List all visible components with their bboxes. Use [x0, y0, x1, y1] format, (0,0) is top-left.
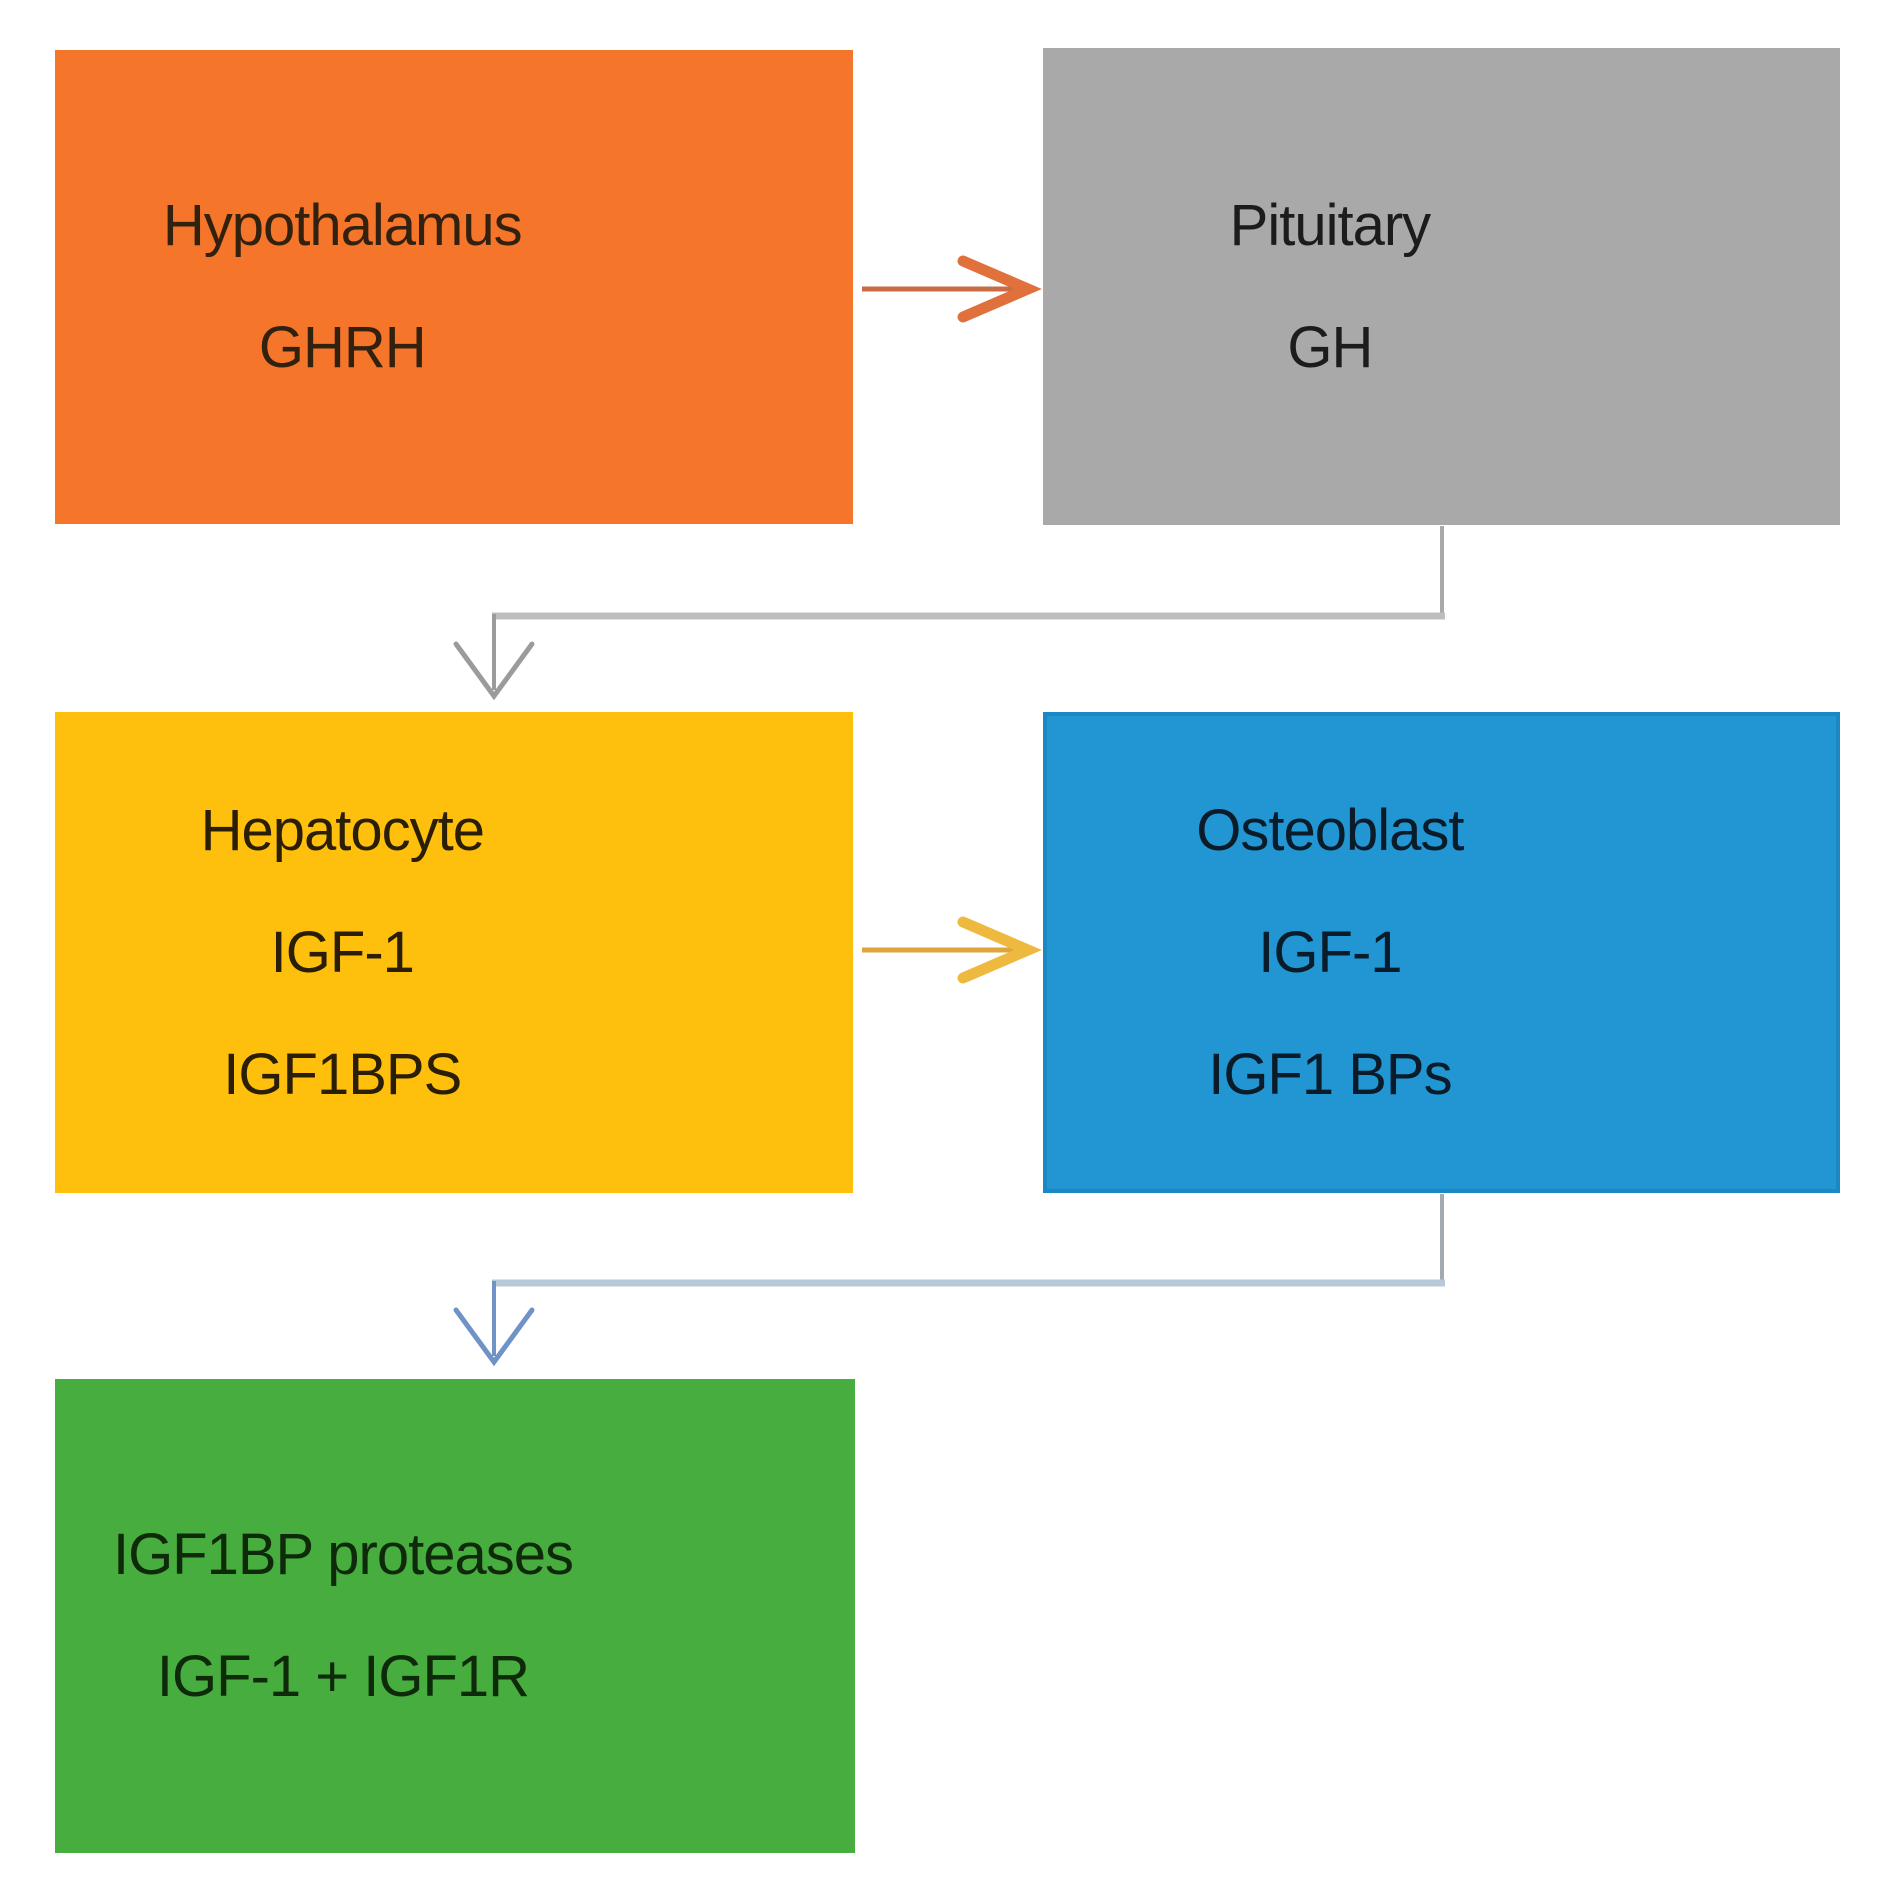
box-line: Hypothalamus: [162, 193, 523, 258]
box-line: Pituitary: [1229, 192, 1432, 258]
arrow-igf1-to-osteoblast: [862, 916, 1042, 984]
arrow-head-down-icon: [453, 1307, 535, 1367]
box-line: IGF-1 + IGF1R: [156, 1644, 530, 1709]
box-line: IGF-1: [270, 919, 415, 985]
box-line: IGF1BPS: [223, 1041, 462, 1107]
box-hypothalamus: Hypothalamus GHRH: [55, 50, 853, 524]
box-line: Osteoblast: [1196, 797, 1464, 863]
box-hepatocyte: Hepatocyte IGF-1 IGF1BPS: [55, 712, 853, 1193]
box-line: IGF1 BPs: [1208, 1041, 1452, 1107]
arrow-igf1bps-to-proteases: [453, 1194, 1445, 1367]
box-text: Hypothalamus GHRH: [55, 165, 630, 409]
box-text: Hepatocyte IGF-1 IGF1BPS: [55, 770, 630, 1136]
box-igf1bp-proteases: IGF1BP proteases IGF-1 + IGF1R: [55, 1379, 855, 1853]
arrow-head-right-icon: [957, 916, 1042, 984]
box-line: IGF1BP proteases: [112, 1522, 574, 1587]
box-text: Osteoblast IGF-1 IGF1 BPs: [1043, 770, 1617, 1136]
arrow-gh-to-hepatocyte: [453, 526, 1445, 701]
box-line: IGF-1: [1258, 919, 1402, 985]
box-line: Hepatocyte: [200, 797, 485, 863]
arrow-head-right-icon: [957, 255, 1042, 323]
arrow-ghrh-to-gh: [862, 255, 1042, 323]
box-text: IGF1BP proteases IGF-1 + IGF1R: [55, 1494, 631, 1738]
box-line: GHRH: [258, 315, 427, 380]
box-osteoblast: Osteoblast IGF-1 IGF1 BPs: [1043, 712, 1840, 1193]
box-line: GH: [1287, 314, 1373, 380]
arrow-head-down-icon: [453, 641, 535, 701]
box-pituitary: Pituitary GH: [1043, 48, 1840, 525]
box-text: Pituitary GH: [1043, 165, 1617, 409]
